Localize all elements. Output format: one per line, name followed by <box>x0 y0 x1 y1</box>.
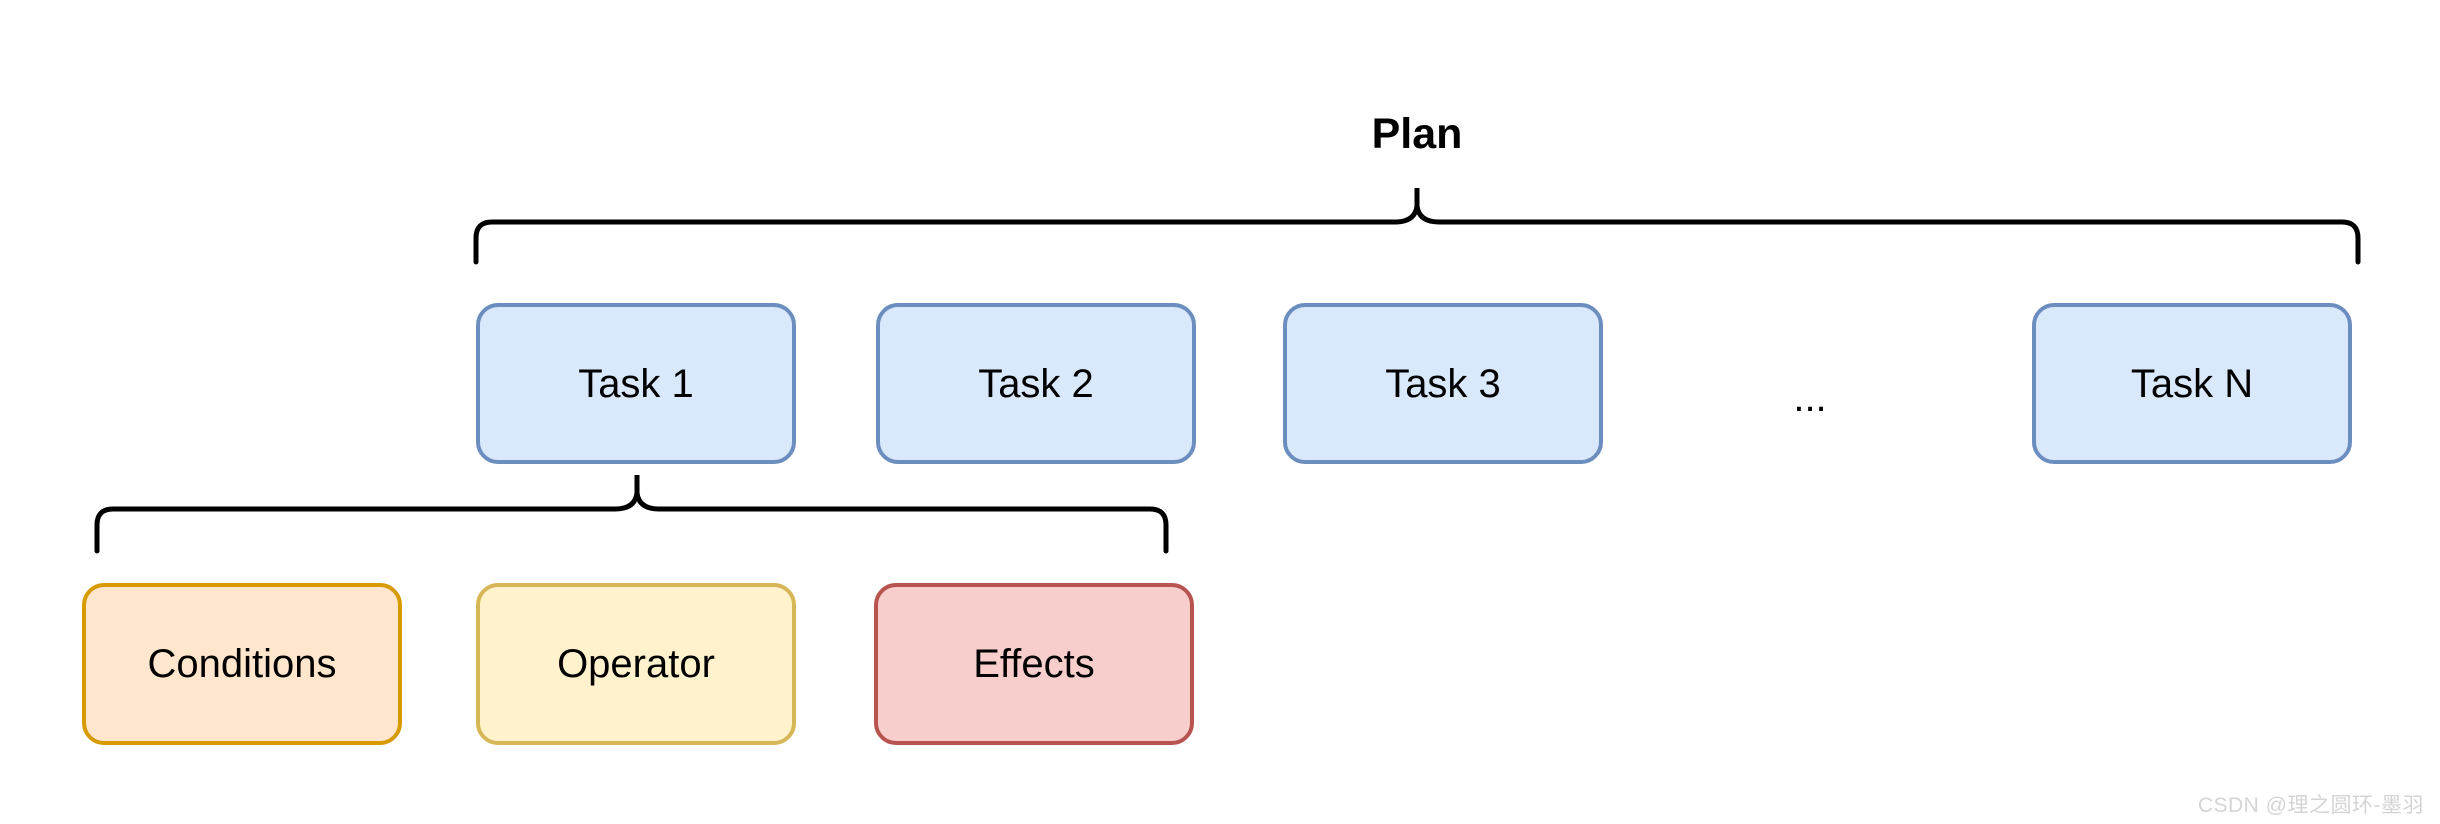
operator-box[interactable]: Operator <box>476 583 796 745</box>
task-detail-brace <box>94 475 1169 554</box>
task-box-2[interactable]: Task 2 <box>876 303 1196 464</box>
task-box-n-label: Task N <box>2130 361 2254 406</box>
operator-box-label: Operator <box>557 642 715 686</box>
task-box-2-label: Task 2 <box>978 361 1094 406</box>
task-box-1[interactable]: Task 1 <box>476 303 796 464</box>
task-box-3[interactable]: Task 3 <box>1283 303 1603 464</box>
effects-box-label: Effects <box>973 642 1095 686</box>
watermark: CSDN @理之圆环-墨羽 <box>2197 794 2424 817</box>
conditions-box-label: Conditions <box>147 642 337 686</box>
tasks-ellipsis: ... <box>1793 376 1827 420</box>
page-title: Plan <box>1371 110 1463 158</box>
effects-box[interactable]: Effects <box>874 583 1194 745</box>
task-box-3-label: Task 3 <box>1385 361 1501 406</box>
conditions-box[interactable]: Conditions <box>82 583 402 745</box>
plan-brace <box>473 188 2361 265</box>
task-box-n[interactable]: Task N <box>2032 303 2352 464</box>
task-box-1-label: Task 1 <box>578 361 694 406</box>
